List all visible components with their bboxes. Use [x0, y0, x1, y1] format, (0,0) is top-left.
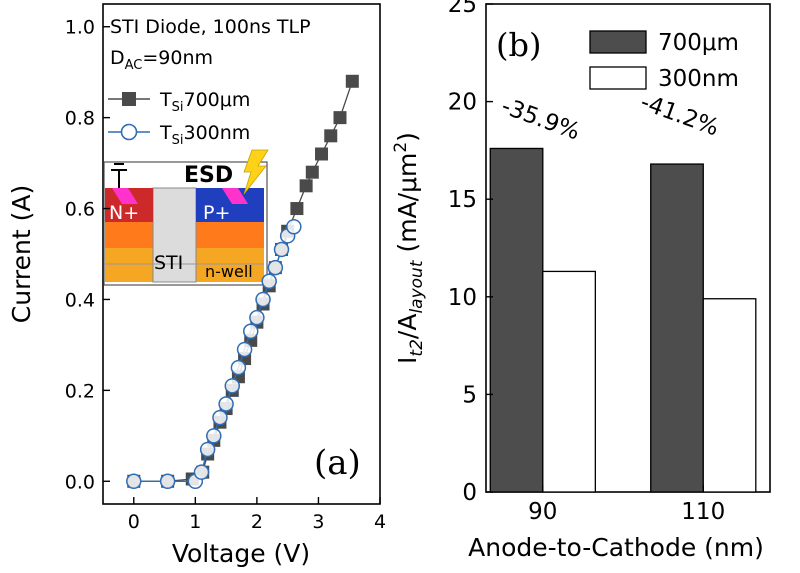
- inset-anode-contact: [222, 188, 248, 204]
- panel-a-series: [126, 74, 359, 490]
- panel-b-y-axis-label: It2/Alayout (mA/μm2): [391, 132, 427, 364]
- bar-90nm-700um: [489, 147, 544, 493]
- panel-b-ticks: 90 110 0 5 10 15 20 25: [448, 0, 725, 525]
- legend-swatch-300nm: [589, 66, 647, 90]
- panel-a-label: (a): [314, 443, 361, 483]
- panel-b-legend: 700μm 300nm: [589, 30, 739, 92]
- data-point-circle: [206, 428, 222, 444]
- data-point-circle: [126, 473, 142, 490]
- data-point-circle: [230, 359, 247, 376]
- panel-a-y-tick-label: 0.8: [65, 108, 95, 130]
- panel-b-y-tick-label: 0: [462, 480, 477, 506]
- panel-b-x-tick-label: 90: [528, 499, 557, 525]
- panel-b-x-axis-label: Anode-to-Cathode (nm): [468, 533, 764, 562]
- inset-left-orange-top: [105, 222, 153, 248]
- inset-sti-region: [152, 187, 197, 283]
- panel-b-x-tick-label: 110: [681, 499, 725, 525]
- data-point-circle: [159, 473, 176, 490]
- data-point-circle: [212, 409, 228, 426]
- panel-b-y-tick-label: 5: [462, 382, 477, 408]
- panel-a-y-tick-label: 0.6: [65, 199, 95, 221]
- inset-left-orange-bottom: [105, 248, 153, 282]
- data-point-circle: [267, 259, 284, 276]
- inset-right-orange-top: [196, 222, 264, 248]
- inset-label-p-plus: P+: [203, 202, 230, 224]
- data-point-circle: [255, 291, 271, 308]
- legend-label-300nm: TSi300nm: [159, 122, 250, 148]
- panel-b-bars: [489, 147, 757, 493]
- legend-label-700um: TSi700μm: [159, 89, 250, 115]
- panel-a-y-tick-label: 0.4: [65, 289, 95, 311]
- panel-b-y-tick-label: 15: [448, 187, 477, 213]
- data-point-square: [290, 202, 304, 216]
- legend-square-marker: [122, 92, 136, 106]
- data-point-square: [324, 129, 338, 143]
- panel-a-y-tick-label: 0.2: [65, 380, 95, 402]
- legend-label-bar-700um: 700μm: [658, 30, 739, 56]
- legend-circle-marker: [120, 123, 138, 141]
- inset-right-orange-bottom: [196, 248, 264, 282]
- lightning-bolt-icon: [243, 149, 269, 195]
- data-point-square: [333, 111, 347, 125]
- panel-b-label: (b): [496, 26, 541, 64]
- data-point-circle: [236, 341, 253, 358]
- panel-a-x-tick-label: 2: [251, 511, 263, 533]
- data-point-circle: [249, 309, 265, 326]
- inset-label-n-well: n-well: [205, 262, 253, 281]
- data-point-circle: [286, 218, 302, 235]
- series-300nm: [126, 218, 302, 490]
- inset-label-n-plus: N+: [109, 202, 139, 224]
- panel-a-x-axis-label: Voltage (V): [172, 539, 310, 568]
- panel-b-bar-chart: 90 110 0 5 10 15 20 25 (b) 700μm 300nm -35.9% -…: [391, 0, 771, 562]
- panel-a-line-chart: ESD N+ P+ STI n-well 0 1 2 3 4 0.0 0.2 0.4 0.6 0.…: [7, 3, 386, 568]
- panel-a-y-axis-label: Current (A): [7, 185, 36, 323]
- panel-a-legend: TSi700μm TSi300nm: [108, 89, 250, 148]
- panel-a-title: STI Diode, 100ns TLP: [110, 16, 311, 38]
- inset-cathode-contact: [112, 188, 138, 204]
- panel-b-y-tick-label: 20: [448, 90, 477, 116]
- panel-a-x-tick-label: 0: [128, 511, 140, 533]
- inset-label-esd: ESD: [184, 163, 233, 188]
- data-point-circle: [242, 323, 259, 340]
- inset-frame: [103, 161, 268, 286]
- panel-b-y-tick-label: 10: [448, 285, 477, 311]
- ground-icon: [111, 163, 127, 188]
- bar-90nm-300nm: [542, 270, 596, 493]
- panel-a-x-tick-label: 4: [374, 511, 386, 533]
- data-point-circle: [199, 441, 216, 458]
- legend-swatch-700um: [589, 30, 647, 54]
- panel-b-frame: [485, 3, 771, 493]
- legend-label-bar-300nm: 300nm: [658, 66, 739, 92]
- bar-110nm-300nm: [702, 298, 757, 493]
- annotation-change-90nm: -35.9%: [498, 93, 583, 145]
- device-inset: ESD N+ P+ STI n-well: [103, 149, 269, 286]
- data-point-square: [299, 179, 313, 193]
- panel-a-x-tick-label: 3: [312, 511, 324, 533]
- panel-b-y-tick-label: 25: [448, 0, 477, 18]
- data-point-square: [345, 74, 359, 88]
- panel-a-ticks: 0 1 2 3 4 0.0 0.2 0.4 0.6 0.8 1.0: [65, 17, 386, 533]
- panel-a-frame: [102, 3, 381, 505]
- data-point-circle: [193, 464, 210, 480]
- panel-a-y-tick-label: 0.0: [65, 471, 95, 493]
- data-point-circle: [261, 273, 277, 290]
- data-point-circle: [224, 378, 241, 394]
- data-point-square: [305, 165, 319, 179]
- data-point-circle: [218, 396, 234, 412]
- data-point-circle: [273, 241, 290, 258]
- annotation-change-110nm: -41.2%: [637, 89, 722, 141]
- panel-a-y-tick-label: 1.0: [65, 17, 95, 39]
- bar-110nm-700um: [650, 163, 704, 493]
- inset-label-sti: STI: [154, 252, 183, 274]
- panel-a-subtitle: DAC=90nm: [110, 47, 213, 73]
- data-point-square: [315, 147, 329, 161]
- panel-a-x-tick-label: 1: [189, 511, 201, 533]
